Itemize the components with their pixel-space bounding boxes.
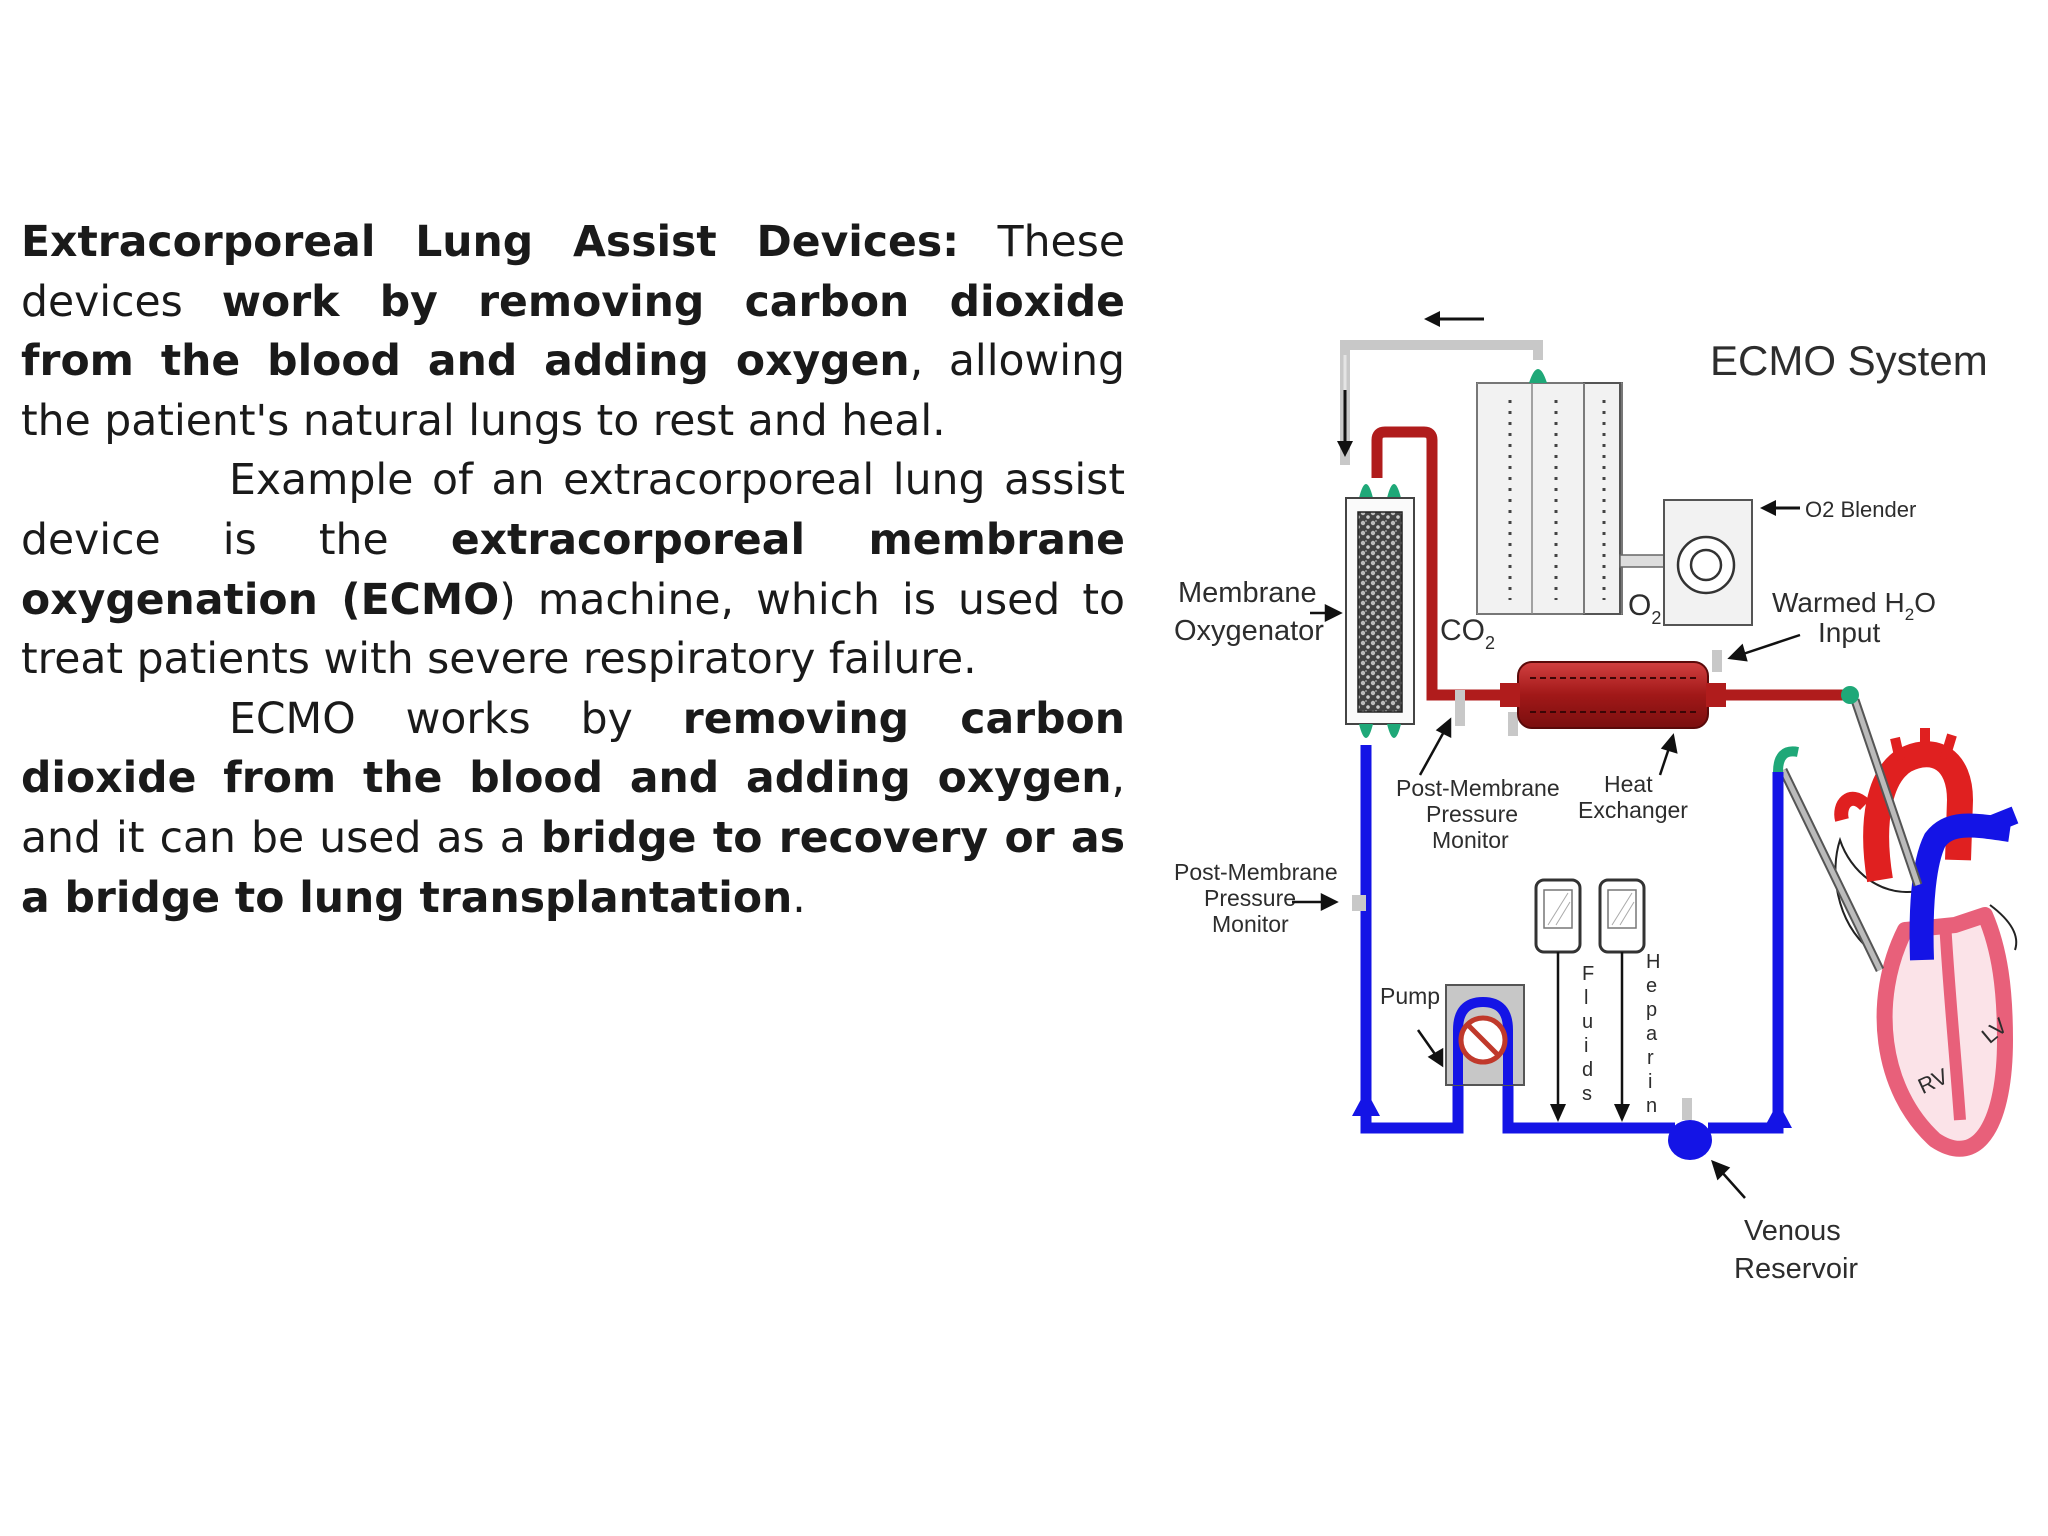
fluids-label: F l u i d s [1582,963,1594,1105]
flow-arrow-down [1337,390,1353,457]
svg-text:r: r [1647,1047,1654,1069]
svg-text:F: F [1582,963,1594,985]
svg-text:Warmed H2O: Warmed H2O [1772,587,1936,624]
o2-blender-arrow [1760,500,1800,516]
svg-text:i: i [1584,1035,1588,1057]
svg-text:H: H [1646,951,1660,973]
svg-text:a: a [1646,1023,1658,1045]
arterial-line [1371,426,1859,736]
heat-exchanger-label: Heat Exchanger [1578,771,1688,823]
venous-cannula [1778,768,1885,972]
callout-arrows [1292,603,1801,1199]
paragraph-3: ECMO works by removing carbon dioxide fr… [21,694,1125,923]
paragraph-1: Extracorporeal Lung Assist Devices: Thes… [21,218,1125,446]
svg-text:Venous: Venous [1744,1215,1841,1247]
ecmo-diagram: ECMO System O2 Blender Warmed H2O Input … [1174,311,2019,1285]
pump-device [1445,984,1525,1086]
flow-arrow-top [1424,311,1484,327]
flowmeter-bank [1476,369,1623,615]
svg-text:Post-Membrane: Post-Membrane [1396,775,1560,801]
o2-blender-label: O2 Blender [1805,497,1916,522]
heart [1834,728,2019,1157]
diagram-title: ECMO System [1710,337,1988,384]
svg-text:i: i [1648,1071,1652,1093]
warmed-h2o-label: Warmed H2O Input [1772,587,1936,648]
membrane-oxygenator-device [1345,484,1415,738]
svg-text:e: e [1646,975,1657,997]
svg-text:u: u [1582,1011,1593,1033]
svg-text:d: d [1582,1059,1593,1081]
svg-text:Pressure: Pressure [1426,801,1518,827]
o2-label: O2 [1628,589,1661,628]
post-membrane-monitor-left-label: Post-Membrane Pressure Monitor [1174,859,1338,937]
heparin-label: H e p a r i n [1646,951,1660,1117]
post-membrane-monitor-top-label: Post-Membrane Pressure Monitor [1396,775,1560,853]
membrane-oxygenator-label: Membrane Oxygenator [1174,577,1324,647]
svg-text:Input: Input [1818,617,1880,648]
arterial-cannula [1850,698,1923,887]
svg-text:Membrane: Membrane [1178,577,1317,609]
svg-text:Monitor: Monitor [1432,827,1509,853]
venous-reservoir-label: Venous Reservoir [1734,1215,1858,1285]
heat-exchanger [1500,661,1726,729]
o2-blender-device [1619,499,1753,626]
svg-text:Oxygenator: Oxygenator [1174,615,1324,647]
svg-text:l: l [1584,987,1588,1009]
svg-text:Post-Membrane: Post-Membrane [1174,859,1338,885]
fluids-bag [1534,878,1582,1122]
svg-text:s: s [1582,1083,1592,1105]
heading-term: Extracorporeal Lung Assist Devices: [21,218,960,267]
svg-text:n: n [1646,1095,1657,1117]
svg-text:Reservoir: Reservoir [1734,1253,1858,1285]
svg-text:p: p [1646,999,1657,1021]
svg-text:Monitor: Monitor [1212,911,1289,937]
heparin-bag [1598,878,1646,1122]
svg-text:Heat: Heat [1604,771,1653,797]
body-text: Extracorporeal Lung Assist Devices: Thes… [21,213,1125,928]
svg-text:Exchanger: Exchanger [1578,797,1688,823]
svg-text:Pressure: Pressure [1204,885,1296,911]
co2-label: CO2 [1440,614,1495,653]
paragraph-2: Example of an extracorporeal lung assist… [21,456,1125,685]
pump-label: Pump [1380,983,1440,1009]
